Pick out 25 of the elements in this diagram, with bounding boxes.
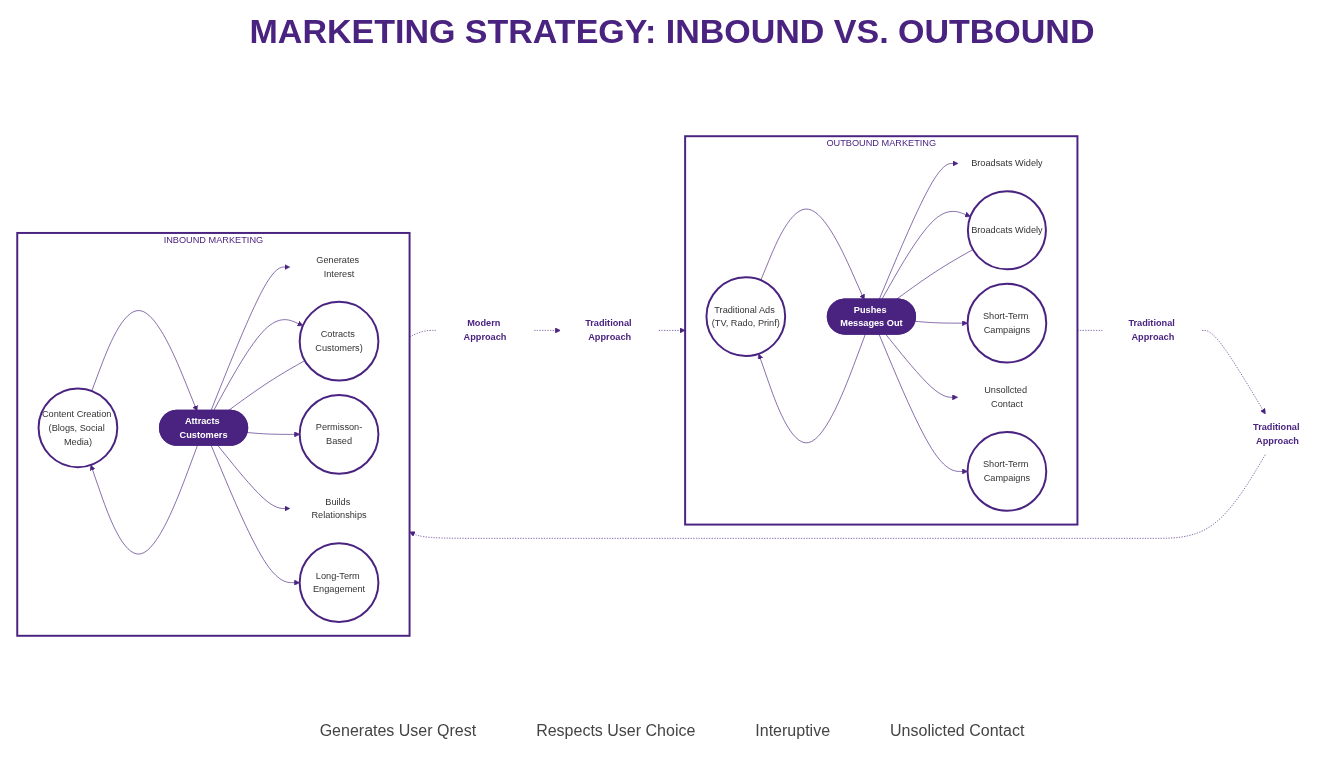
node-circle: Cotracts Customers): [298, 300, 380, 382]
node-text: Traditional Approach: [1128, 317, 1175, 343]
node-circle: Short-Term Campaigns: [966, 431, 1048, 512]
connector: [409, 330, 437, 338]
node-circle: Long-Term Engagement: [298, 542, 380, 623]
node-circle: Traditional Ads (TV, Rado, Prinf): [705, 276, 787, 357]
node-text: Generates Interest: [316, 254, 360, 279]
note-text: Interuptive: [755, 722, 831, 740]
node-text: Broadsats Widely: [971, 157, 1043, 169]
node-text: Modern Approach: [463, 317, 507, 343]
note-text: Unsolicted Contact: [890, 722, 1025, 740]
node-circle: Permisson-Based: [298, 394, 380, 475]
node-text: Traditional Approach: [1253, 421, 1300, 447]
connector: [895, 249, 974, 301]
node-circle: Short-Term Campaigns: [966, 282, 1048, 364]
node-circle: Broadcats Widely: [966, 190, 1047, 271]
node-text: Traditional Approach: [585, 317, 632, 343]
note-text: Generates User Qrest: [319, 722, 477, 740]
note-text: Respects User Choice: [536, 722, 696, 740]
node-text: Unsollcted Contact: [984, 384, 1028, 410]
node-text: Builds Relationships: [311, 496, 367, 521]
diagram-title: MARKETING STRATEGY: INBOUND VS. OUTBOUND: [249, 12, 1095, 50]
node-circle: Content Creation (Blogs, Social Media): [37, 387, 119, 469]
connector: [227, 360, 306, 412]
connector: [1077, 330, 1104, 331]
